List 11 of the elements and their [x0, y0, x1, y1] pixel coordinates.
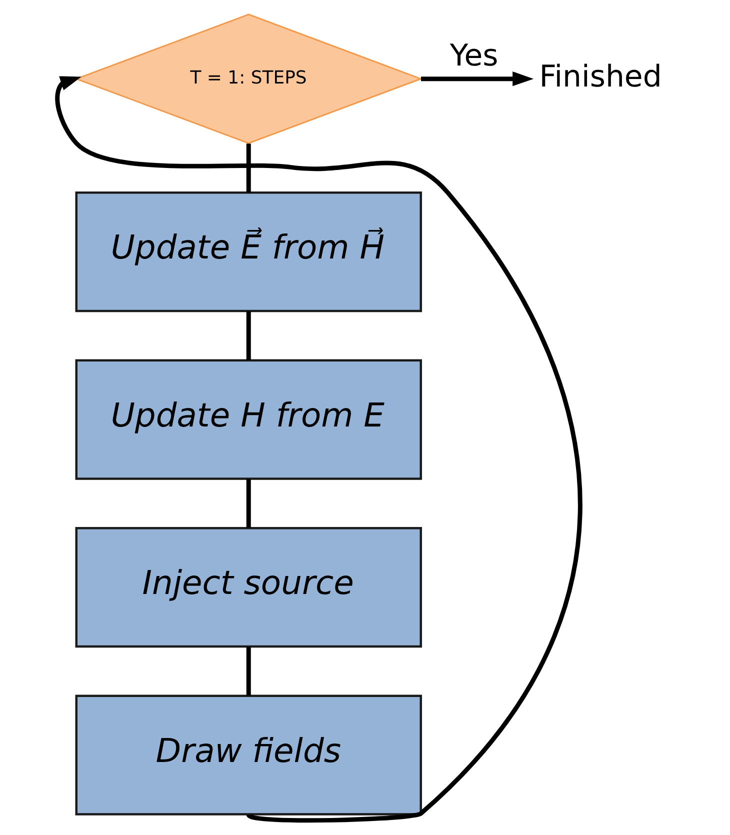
node-box: Inject source [74, 527, 422, 648]
connector [246, 311, 250, 360]
node-box: Update E⃗ from H⃗ [74, 192, 422, 312]
connector [246, 144, 250, 193]
connector [246, 646, 250, 696]
edge-label: Yes [449, 38, 498, 74]
node-text: Finished [538, 59, 662, 94]
arrow [420, 71, 534, 86]
connector [246, 479, 250, 528]
node-box: Update H from E [74, 359, 422, 480]
node-box: Draw fields [74, 694, 422, 816]
